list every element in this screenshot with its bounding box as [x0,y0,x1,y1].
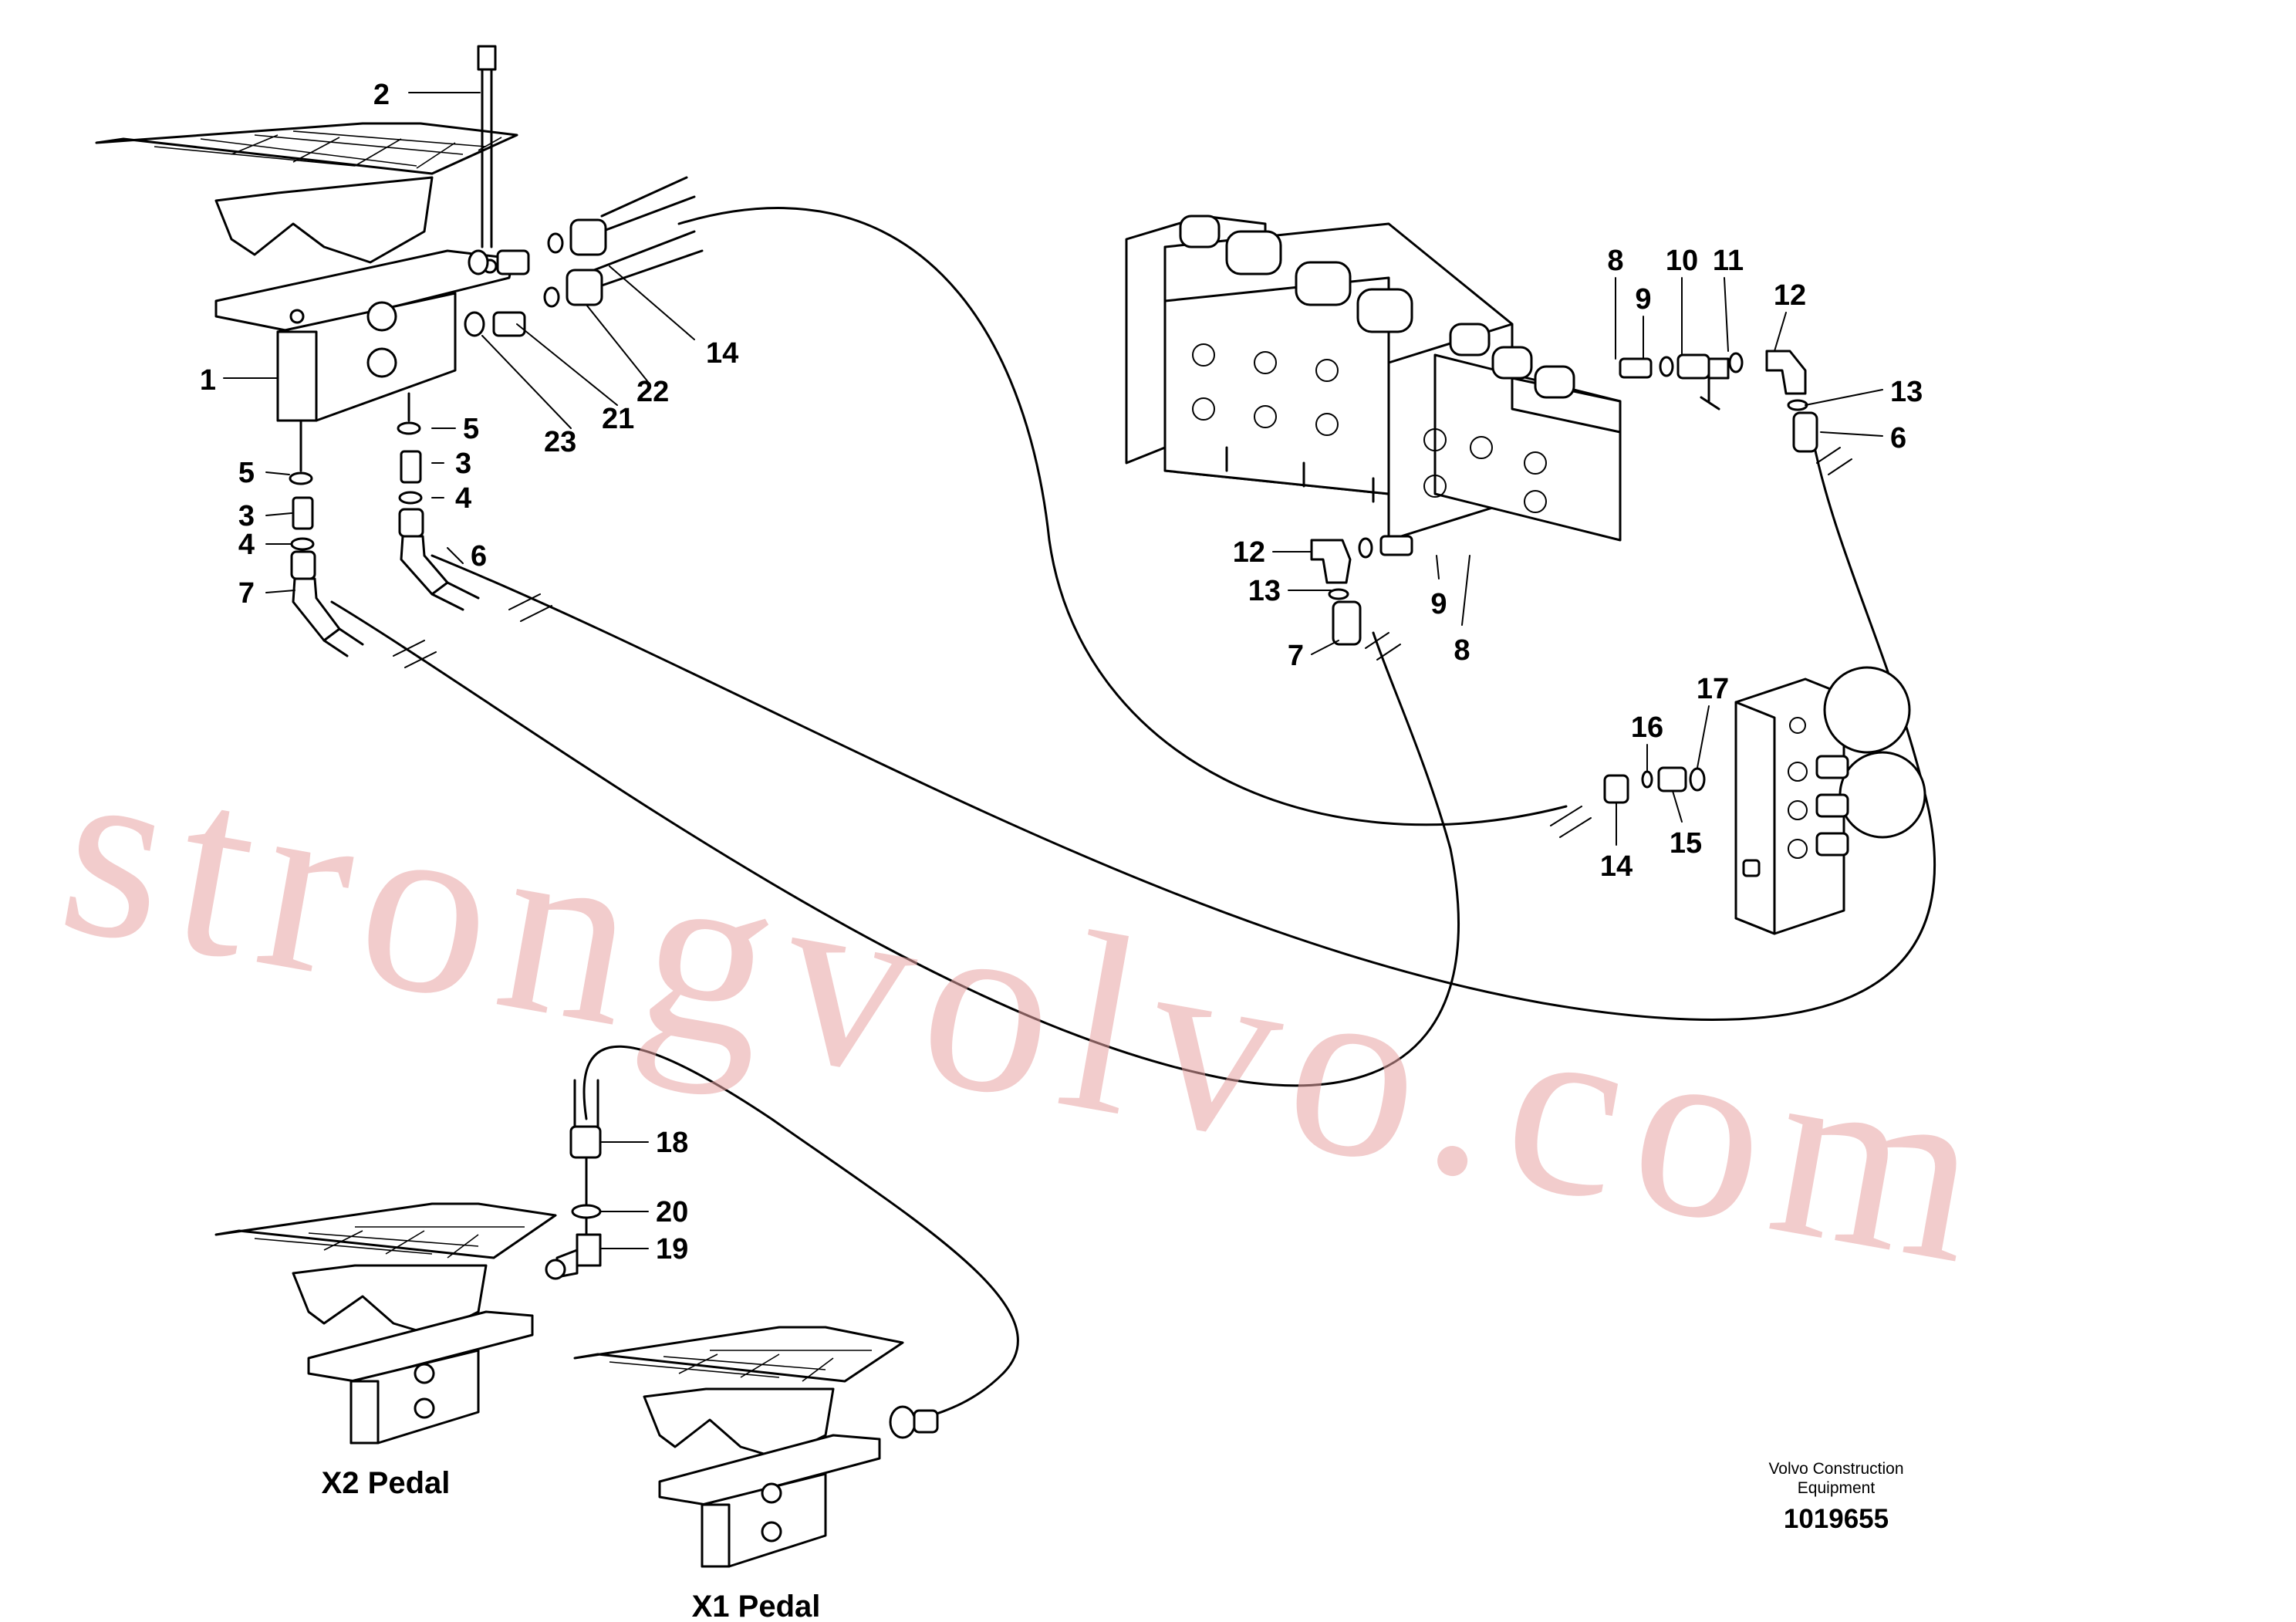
callout-14-top: 14 [706,337,738,370]
pedal-block-side [276,330,318,422]
main-pedal-assembly [95,122,518,422]
callout-5-left: 5 [238,457,255,489]
hose-14-main [677,207,1568,826]
callout-11: 11 [1713,245,1744,277]
callout-8-bottom: 8 [1454,634,1470,667]
callout-7-left: 7 [238,577,255,610]
distribution-block [1603,666,1926,935]
x2-pedal [214,1202,557,1445]
hose-break-marks [393,447,1852,838]
x2-fittings [545,1079,602,1280]
valve-fittings-right [1310,350,1818,646]
pedal-plate [214,249,515,333]
callout-12-top: 12 [1774,279,1806,312]
x1-pedal [573,1326,939,1568]
pedal-tread-hatch [154,130,502,169]
x1-pedal-caption: X1 Pedal [692,1590,821,1622]
callout-2: 2 [373,79,390,111]
callout-12-bottom: 12 [1233,536,1265,569]
callout-8-top: 8 [1607,245,1623,277]
callout-22: 22 [636,376,669,408]
x2-pedal-caption: X2 Pedal [322,1466,451,1500]
bolt-hole-left [289,309,305,324]
drawing-number: 1019655 [1784,1504,1889,1534]
callout-4-left: 4 [238,529,255,561]
hose-18-main [582,1045,1019,1421]
hose-7-main [330,600,1460,1087]
credit-line-1: Volvo Construction [1768,1460,1903,1478]
callout-9-top: 9 [1635,283,1651,316]
callout-7-bottom: 7 [1288,640,1304,672]
callout-14-bottom: 14 [1600,850,1633,883]
callout-10: 10 [1666,245,1698,277]
callout-15: 15 [1670,827,1702,860]
callout-13-bottom: 13 [1248,575,1281,607]
hose-top-lower [593,230,704,287]
bolt-2 [477,45,497,248]
callout-16: 16 [1631,711,1663,744]
callout-3-left: 3 [238,500,255,532]
credit-line-2: Equipment [1798,1479,1876,1497]
port-upper [366,301,397,332]
callout-6-left: 6 [471,540,487,573]
pedal-neck [214,176,434,264]
callout-9-bottom: 9 [1430,588,1447,620]
callout-17: 17 [1697,673,1729,705]
hoses [330,176,1936,1421]
callout-18: 18 [656,1127,688,1159]
callout-21: 21 [602,403,634,435]
callout-20: 20 [656,1196,688,1228]
port-lower [366,347,397,378]
top-fittings [464,218,607,337]
main-pedal-bottom-fittings [289,392,480,657]
pedal-tread [95,122,518,175]
callouts: 2 1 14 22 21 23 5 3 4 6 5 3 4 7 8 9 10 1… [200,79,1923,1265]
hose-top-upper [600,176,696,233]
callout-5-right: 5 [463,413,479,445]
control-valve-block [1125,215,1622,542]
callout-19: 19 [656,1233,688,1265]
callout-13-top: 13 [1890,376,1923,408]
leader-lines [223,92,1883,1249]
callout-4-right: 4 [455,482,471,515]
callout-1: 1 [200,364,216,397]
callout-3-right: 3 [455,448,471,480]
callout-23: 23 [544,426,576,458]
callout-6-right: 6 [1890,422,1906,454]
